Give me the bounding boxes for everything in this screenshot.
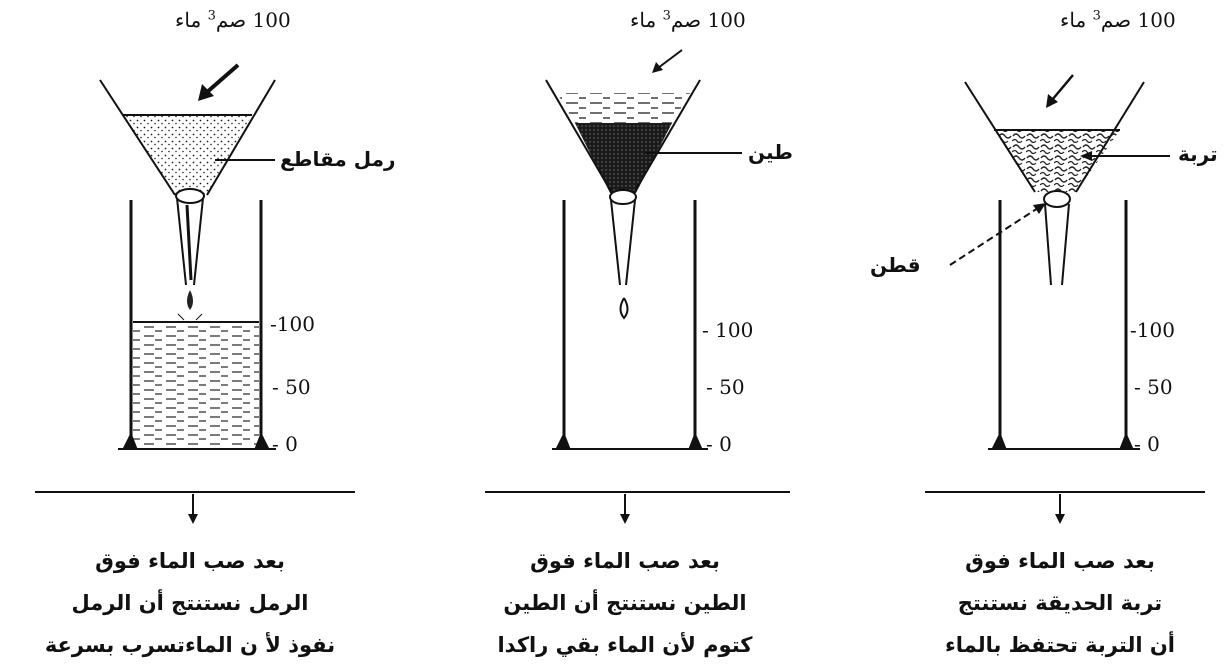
water-volume-label: 100 صم3 ماء [175, 8, 291, 32]
funnel [99, 79, 276, 321]
sand-experiment-drawing [35, 63, 355, 524]
down-arrow-icon [188, 494, 198, 524]
tick-label-50: - 50 [272, 375, 311, 399]
soil-experiment-drawing [925, 74, 1205, 524]
water-volume-label: 100 صم3 ماء [1060, 8, 1176, 32]
label-pointer-line [1080, 151, 1170, 161]
cotton-pointer-line [949, 203, 1046, 266]
conclusion-caption: بعد صب الماء فوق تربة الحديقة نستنتج أن … [895, 540, 1225, 666]
tick-label-100: - 100 [702, 318, 754, 342]
measuring-cylinder [988, 200, 1140, 450]
measuring-cylinder [118, 200, 276, 450]
clay-panel: 100 صم3 ماء طين - 100 - 50 - 0 بعد صب ال… [420, 0, 820, 670]
material-label: رمل مقاطع [280, 147, 396, 171]
caption-line-2: الرمل نستنتج أن الرمل [71, 591, 309, 615]
cotton-label: قطن [870, 253, 921, 277]
tick-label-100: -100 [1130, 318, 1175, 342]
caption-line-1: بعد صب الماء فوق [965, 549, 1155, 573]
caption-line-2: تربة الحديقة نستنتج [957, 591, 1163, 615]
down-arrow-icon [620, 494, 630, 524]
water-volume-label: 100 صم3 ماء [630, 8, 746, 32]
tick-label-0: - 0 [272, 432, 298, 456]
caption-line-1: بعد صب الماء فوق [95, 549, 285, 573]
conclusion-caption: بعد صب الماء فوق الرمل نستنتج أن الرمل ن… [25, 540, 355, 666]
caption-line-3: كتوم لأن الماء بقي راكدا [497, 633, 753, 657]
down-arrow-icon [1055, 494, 1065, 524]
caption-line-1: بعد صب الماء فوق [530, 549, 720, 573]
water-arrow-icon [652, 49, 683, 73]
funnel [545, 79, 701, 320]
tick-label-100: -100 [270, 312, 315, 336]
funnel [964, 81, 1145, 286]
material-label: تربة [1178, 142, 1218, 166]
water-arrow-icon [198, 63, 240, 101]
tick-label-0: - 0 [706, 432, 732, 456]
caption-line-3: نفوذ لأ ن الماءتسرب بسرعة [44, 633, 336, 657]
caption-line-2: الطين نستنتج أن الطين [503, 591, 747, 615]
sand-panel: 100 صم3 ماء رمل مقاطع -100 - 50 - 0 بعد … [10, 0, 410, 670]
soil-panel: 100 صم3 ماء تربة قطن -100 - 50 - 0 بعد ص… [830, 0, 1228, 670]
conclusion-caption: بعد صب الماء فوق الطين نستنتج أن الطين ك… [460, 540, 790, 666]
tick-label-50: - 50 [1134, 375, 1173, 399]
water-arrow-icon [1046, 74, 1074, 108]
tick-label-50: - 50 [706, 375, 745, 399]
measuring-cylinder [552, 200, 708, 450]
clay-experiment-drawing [485, 49, 790, 524]
tick-label-0: - 0 [1134, 432, 1160, 456]
caption-line-3: أن التربة تحتفظ بالماء [945, 633, 1175, 657]
material-label: طين [748, 140, 793, 164]
